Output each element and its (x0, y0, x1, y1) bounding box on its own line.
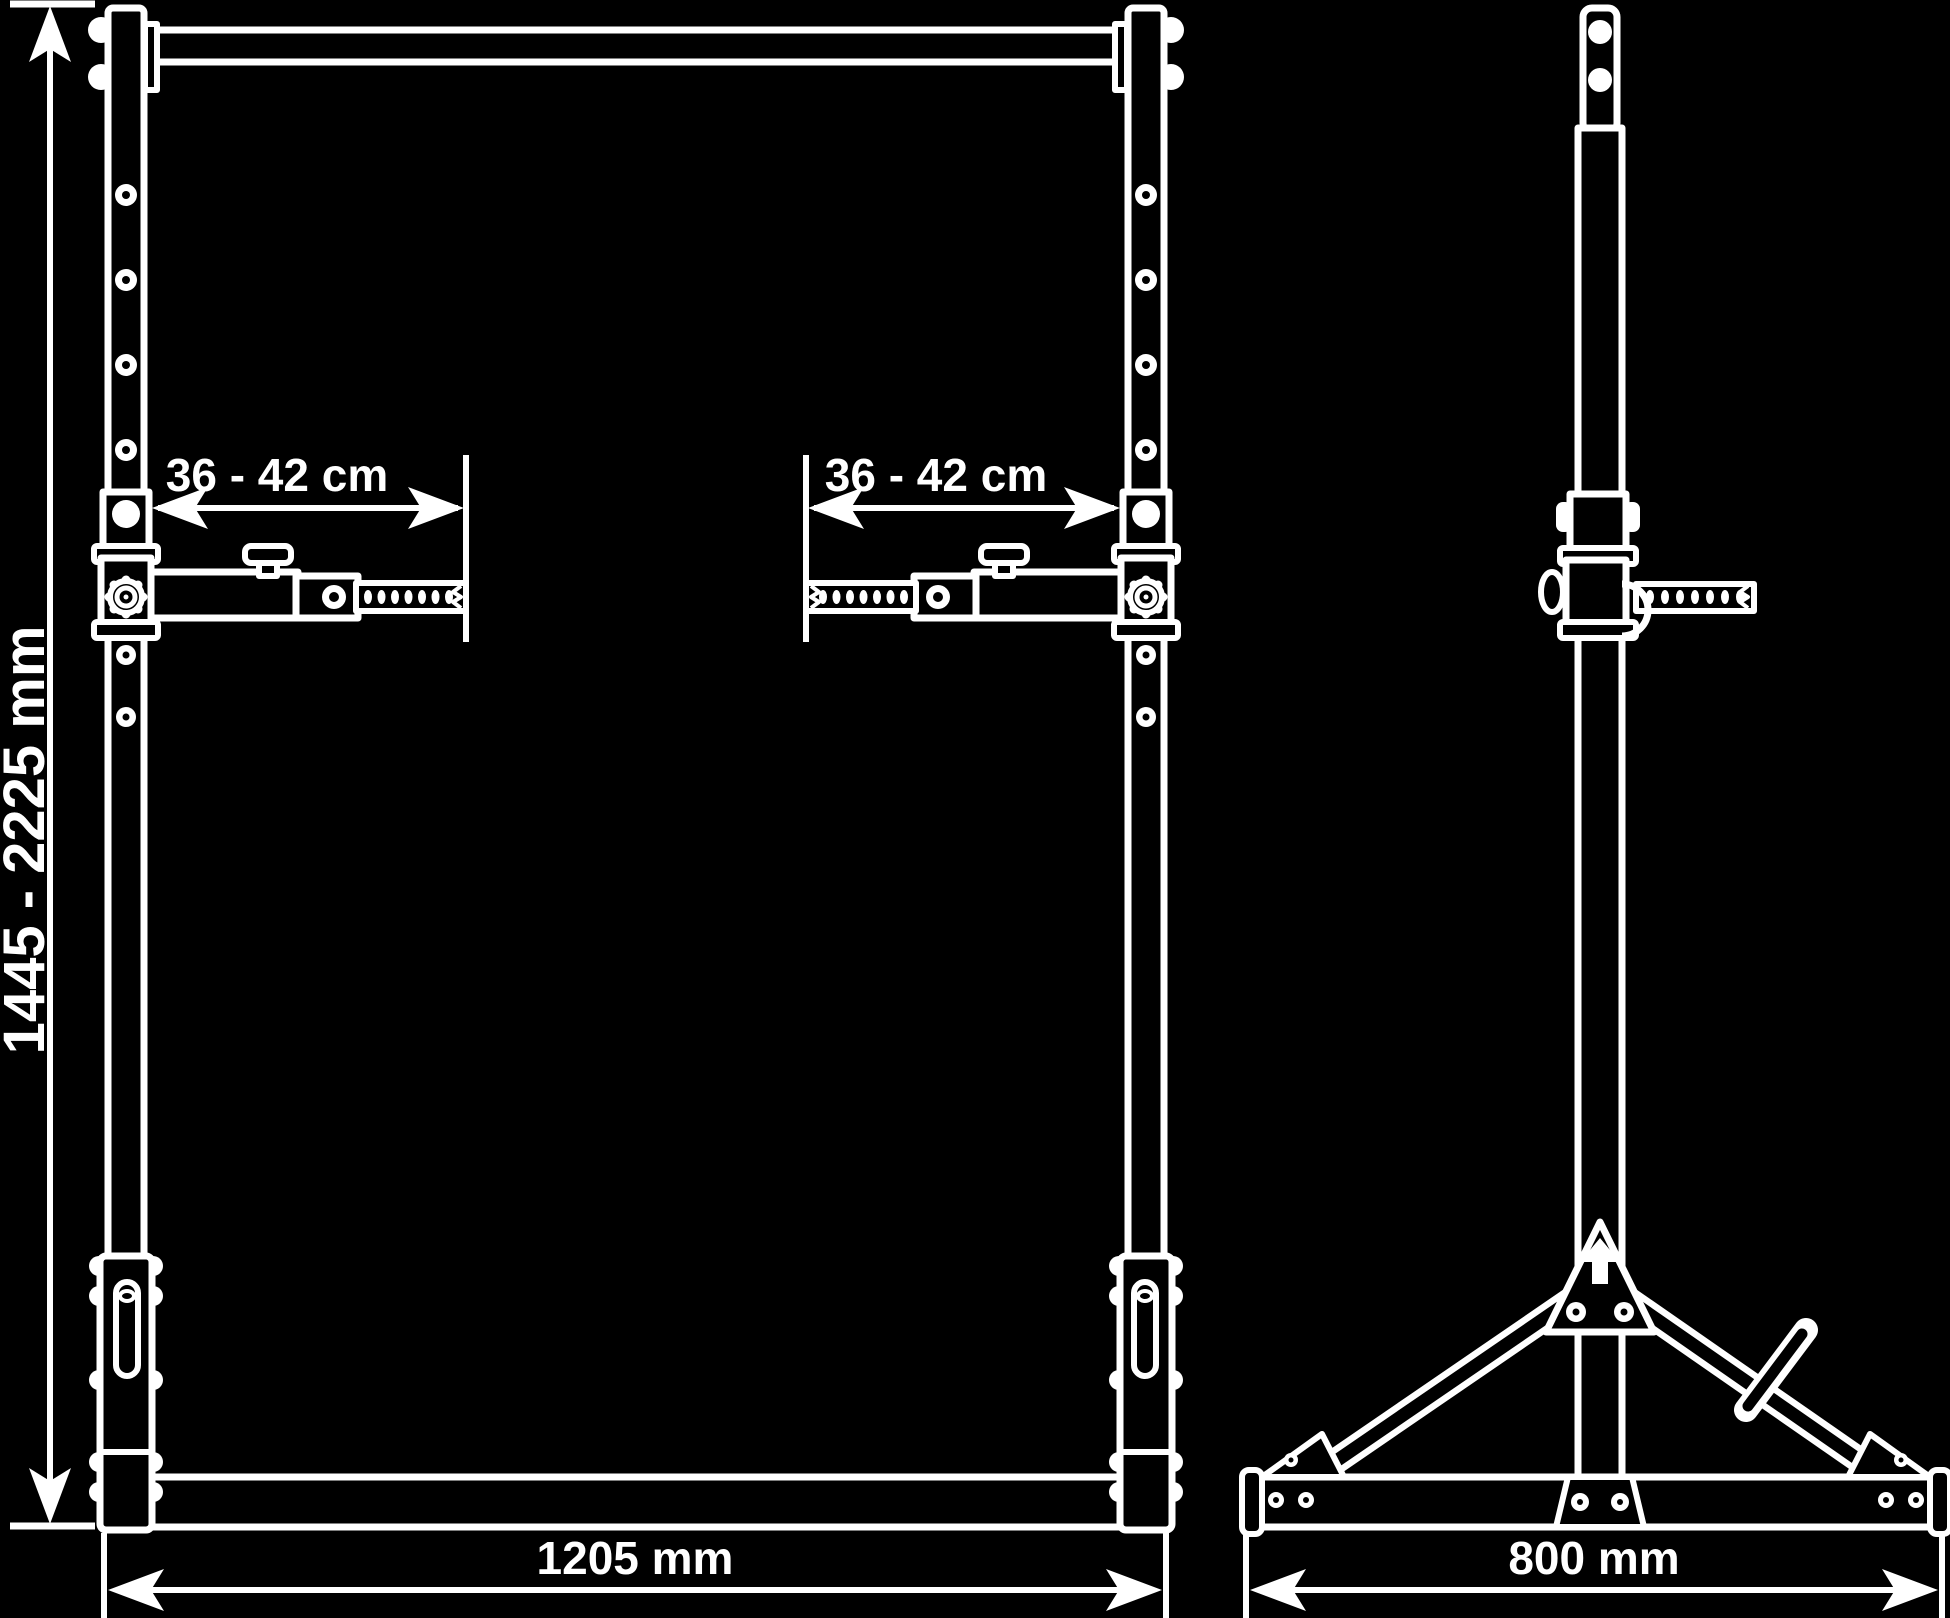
dim-front-width: 1205 mm (101, 1532, 1169, 1618)
foot-bracket-right (1845, 1431, 1933, 1480)
arrow-up-icon (1580, 1238, 1620, 1284)
j-hook-right (806, 492, 1178, 638)
hook-lip-side (1621, 580, 1652, 640)
side-tube-hole (1588, 20, 1612, 44)
foot-cap-left (1239, 1467, 1265, 1537)
dim-hook-right: 36 - 42 cm (803, 449, 1120, 642)
upright-holes (115, 184, 1157, 727)
tripod-base (1239, 1218, 1950, 1537)
side-tube-hole (1588, 68, 1612, 92)
label-side-depth: 800 mm (1508, 1532, 1679, 1584)
side-view (1239, 4, 1950, 1537)
label-hook-right: 36 - 42 cm (825, 449, 1047, 501)
front-foot-left (89, 1252, 163, 1534)
pullup-bar (136, 26, 1134, 66)
hook-knob-side (1538, 569, 1566, 615)
dim-hook-left: 36 - 42 cm (152, 449, 469, 642)
label-hook-left: 36 - 42 cm (166, 449, 388, 501)
j-hook-left (91, 488, 469, 641)
dim-overall-height: 1445 - 2225 mm (0, 0, 95, 1530)
label-front-width: 1205 mm (537, 1532, 734, 1584)
label-overall-height: 1445 - 2225 mm (0, 626, 57, 1055)
base-rail (100, 1473, 1170, 1531)
dim-side-depth: 800 mm (1243, 1532, 1945, 1618)
center-gusset (1553, 1474, 1647, 1530)
foot-cap-right (1927, 1467, 1950, 1537)
j-hook-side (1538, 490, 1757, 641)
front-view (88, 4, 1184, 1534)
front-foot-right (1109, 1256, 1183, 1530)
foot-bracket-left (1259, 1431, 1347, 1480)
